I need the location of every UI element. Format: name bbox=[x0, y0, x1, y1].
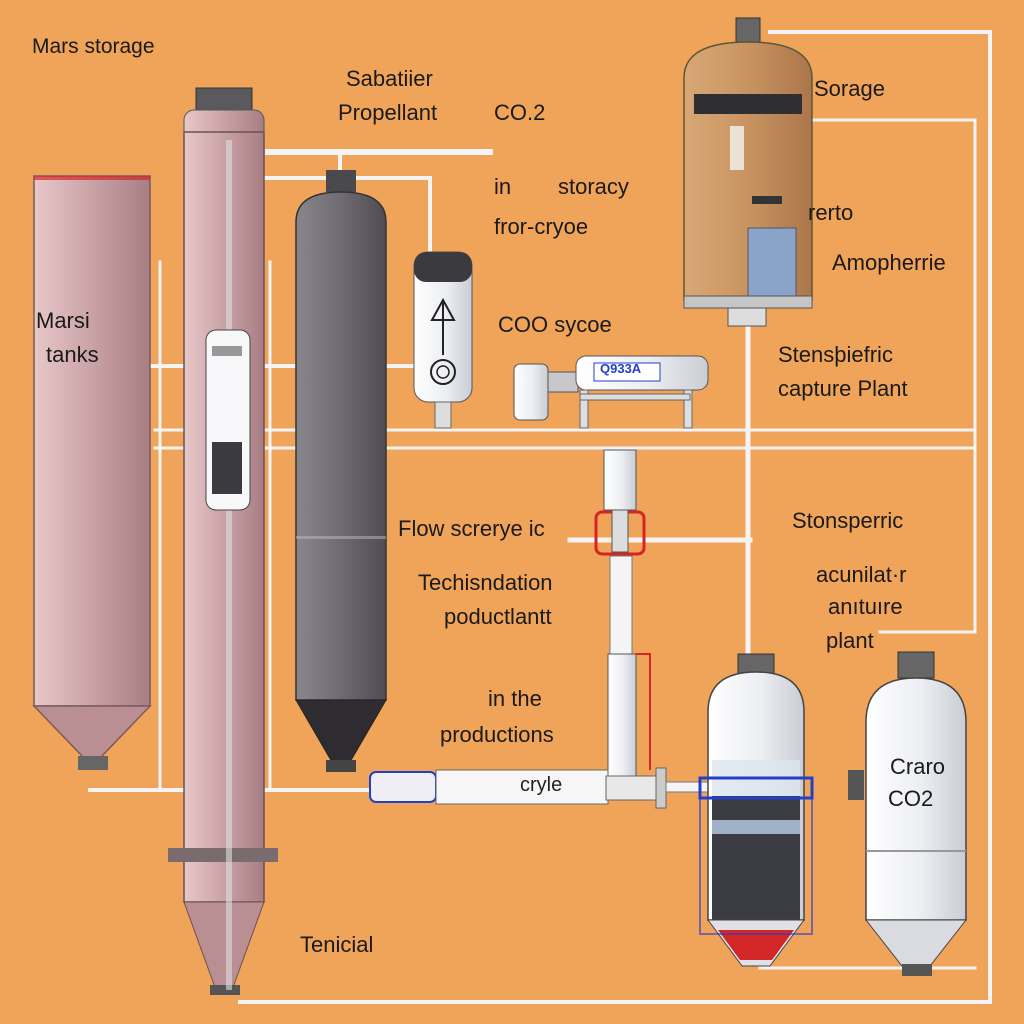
label-plant: plant bbox=[826, 628, 874, 653]
label-stensphefric: Stensþiefric bbox=[778, 342, 893, 367]
reactor-vessel bbox=[698, 653, 864, 967]
mars-tank-left bbox=[32, 175, 152, 770]
tall-column bbox=[168, 87, 278, 995]
gray-tank bbox=[295, 170, 387, 772]
column-gauge bbox=[205, 329, 251, 511]
cryle-pipe bbox=[369, 767, 711, 809]
pipe-verticals bbox=[158, 260, 272, 792]
label-productions: productions bbox=[440, 722, 554, 747]
label-amopherrie: Amopherrie bbox=[832, 250, 946, 275]
label-coo-sycoe: COO sycoe bbox=[498, 312, 612, 337]
label-rerto: rerto bbox=[808, 200, 854, 225]
label-mars-tanks-2: tanks bbox=[46, 342, 99, 367]
label-sabatier: Sabatiier bbox=[346, 66, 433, 91]
label-co2-top: CO.2 bbox=[494, 100, 546, 125]
label-propellant: Propellant bbox=[338, 100, 438, 125]
co2-tank bbox=[864, 651, 968, 976]
label-aniture: anıtuıre bbox=[828, 594, 903, 619]
label-cryle: cryle bbox=[520, 774, 563, 796]
label-capture-plant: capture Plant bbox=[778, 376, 908, 401]
label-in: in bbox=[494, 174, 512, 199]
compressor-unit bbox=[513, 355, 709, 429]
label-co2-tank: CO2 bbox=[888, 786, 934, 811]
label-flow: Flow screrye ic bbox=[398, 516, 545, 541]
label-acculat: acunilat·r bbox=[816, 562, 907, 587]
label-storacy: storacy bbox=[558, 174, 629, 199]
label-tenicial: Tenicial bbox=[300, 932, 374, 957]
pipe-to-separator bbox=[230, 176, 432, 264]
storage-tank bbox=[683, 17, 813, 327]
pipe-header bbox=[153, 428, 977, 450]
pipe-capture-loop bbox=[808, 118, 977, 634]
flow-valve bbox=[594, 449, 651, 785]
label-sorage: Sorage bbox=[814, 76, 885, 101]
label-techisndation: Techisndation bbox=[418, 570, 553, 595]
label-in-the: in the bbox=[488, 686, 542, 711]
label-for-cryoe: fror-cryoe bbox=[494, 214, 589, 239]
separator-vessel bbox=[413, 251, 473, 429]
label-craro: Craro bbox=[890, 754, 946, 779]
compressor-badge: Q933A bbox=[600, 361, 642, 376]
label-stonsperric: Stonsperric bbox=[792, 508, 904, 533]
pipe-outer-loop bbox=[238, 30, 992, 1004]
label-mars-storage: Mars storage bbox=[32, 35, 155, 58]
label-mars-tanks-1: Marsi bbox=[36, 308, 90, 333]
label-poductlantt: poductlantt bbox=[444, 604, 552, 629]
